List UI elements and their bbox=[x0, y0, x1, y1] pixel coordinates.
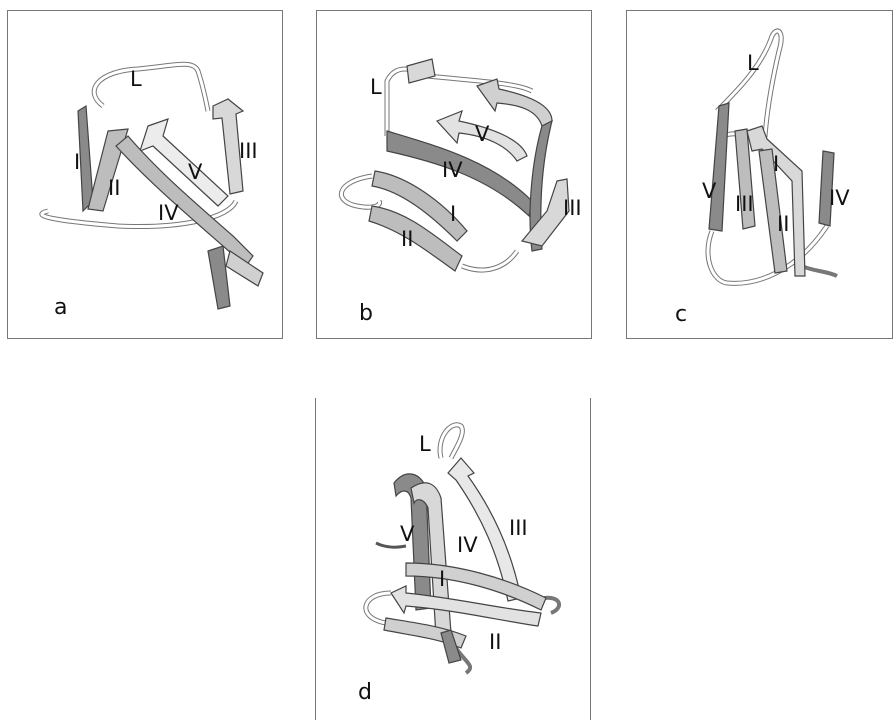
panel-b: L V IV I II III b bbox=[316, 10, 592, 339]
label-strand-I: I bbox=[439, 569, 445, 590]
panel-letter-a: a bbox=[54, 297, 67, 319]
panel-d: L III V IV I II d bbox=[315, 398, 591, 720]
label-strand-IV: IV bbox=[829, 188, 850, 209]
label-strand-V: V bbox=[702, 181, 716, 202]
label-strand-III: III bbox=[563, 198, 582, 219]
panel-letter-c: c bbox=[675, 304, 687, 326]
label-strand-II: II bbox=[777, 214, 789, 235]
label-L: L bbox=[747, 53, 759, 74]
panel-letter-d: d bbox=[358, 682, 372, 704]
label-strand-I: I bbox=[74, 152, 80, 173]
label-strand-IV: IV bbox=[457, 535, 478, 556]
label-strand-I: I bbox=[773, 154, 779, 175]
label-L: L bbox=[419, 434, 431, 455]
label-strand-IV: IV bbox=[158, 203, 179, 224]
label-L: L bbox=[370, 77, 382, 98]
label-strand-III: III bbox=[239, 141, 258, 162]
label-L: L bbox=[130, 69, 142, 90]
panel-a: L I II III IV V a bbox=[7, 10, 283, 339]
label-strand-II: II bbox=[489, 632, 501, 653]
label-strand-II: II bbox=[401, 229, 413, 250]
panel-letter-b: b bbox=[359, 303, 373, 325]
label-strand-III: III bbox=[509, 518, 528, 539]
label-strand-V: V bbox=[188, 162, 202, 183]
label-strand-III: III bbox=[735, 194, 754, 215]
label-strand-II: II bbox=[108, 178, 120, 199]
label-strand-IV: IV bbox=[442, 160, 463, 181]
label-strand-V: V bbox=[400, 524, 414, 545]
label-strand-I: I bbox=[450, 204, 456, 225]
ribbon-structure-c bbox=[627, 11, 893, 340]
panel-c: L I V III II IV c bbox=[626, 10, 893, 339]
ribbon-structure-a bbox=[8, 11, 284, 340]
ribbon-structure-d bbox=[316, 398, 592, 720]
label-strand-V: V bbox=[475, 124, 489, 145]
